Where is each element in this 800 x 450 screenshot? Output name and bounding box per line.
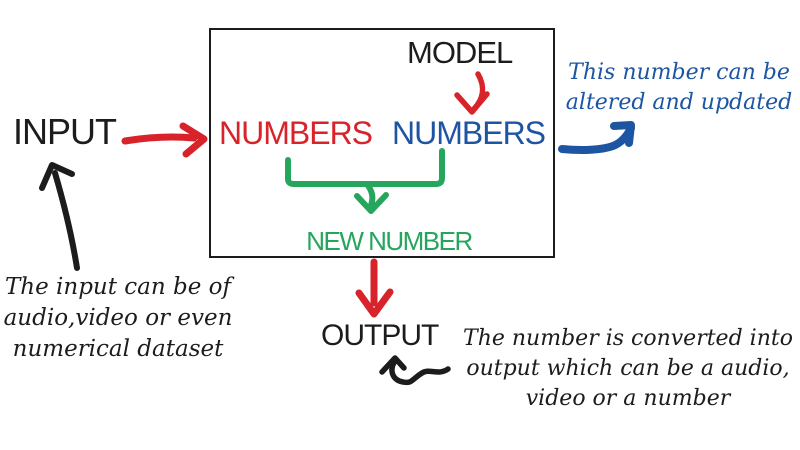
model-note: This number can be altered and updated bbox=[565, 60, 793, 115]
numbers-model-label: NUMBERS bbox=[392, 115, 546, 151]
altered-arrow-icon bbox=[558, 121, 635, 154]
input-note-arrow-icon bbox=[39, 162, 80, 271]
input-label: INPUT bbox=[13, 111, 117, 152]
model-label: MODEL bbox=[407, 35, 513, 70]
new-number-label: NEW NUMBER bbox=[306, 226, 473, 256]
numbers-input-label: NUMBERS bbox=[219, 115, 373, 151]
output-note: The number is converted into output whic… bbox=[463, 326, 793, 411]
output-arrow-icon bbox=[355, 258, 394, 318]
model-box bbox=[209, 28, 555, 258]
input-arrow-icon bbox=[121, 122, 208, 158]
output-note-arrow-icon bbox=[379, 355, 451, 386]
input-note: The input can be of audio,video or even … bbox=[3, 274, 233, 362]
output-label: OUTPUT bbox=[321, 319, 439, 352]
